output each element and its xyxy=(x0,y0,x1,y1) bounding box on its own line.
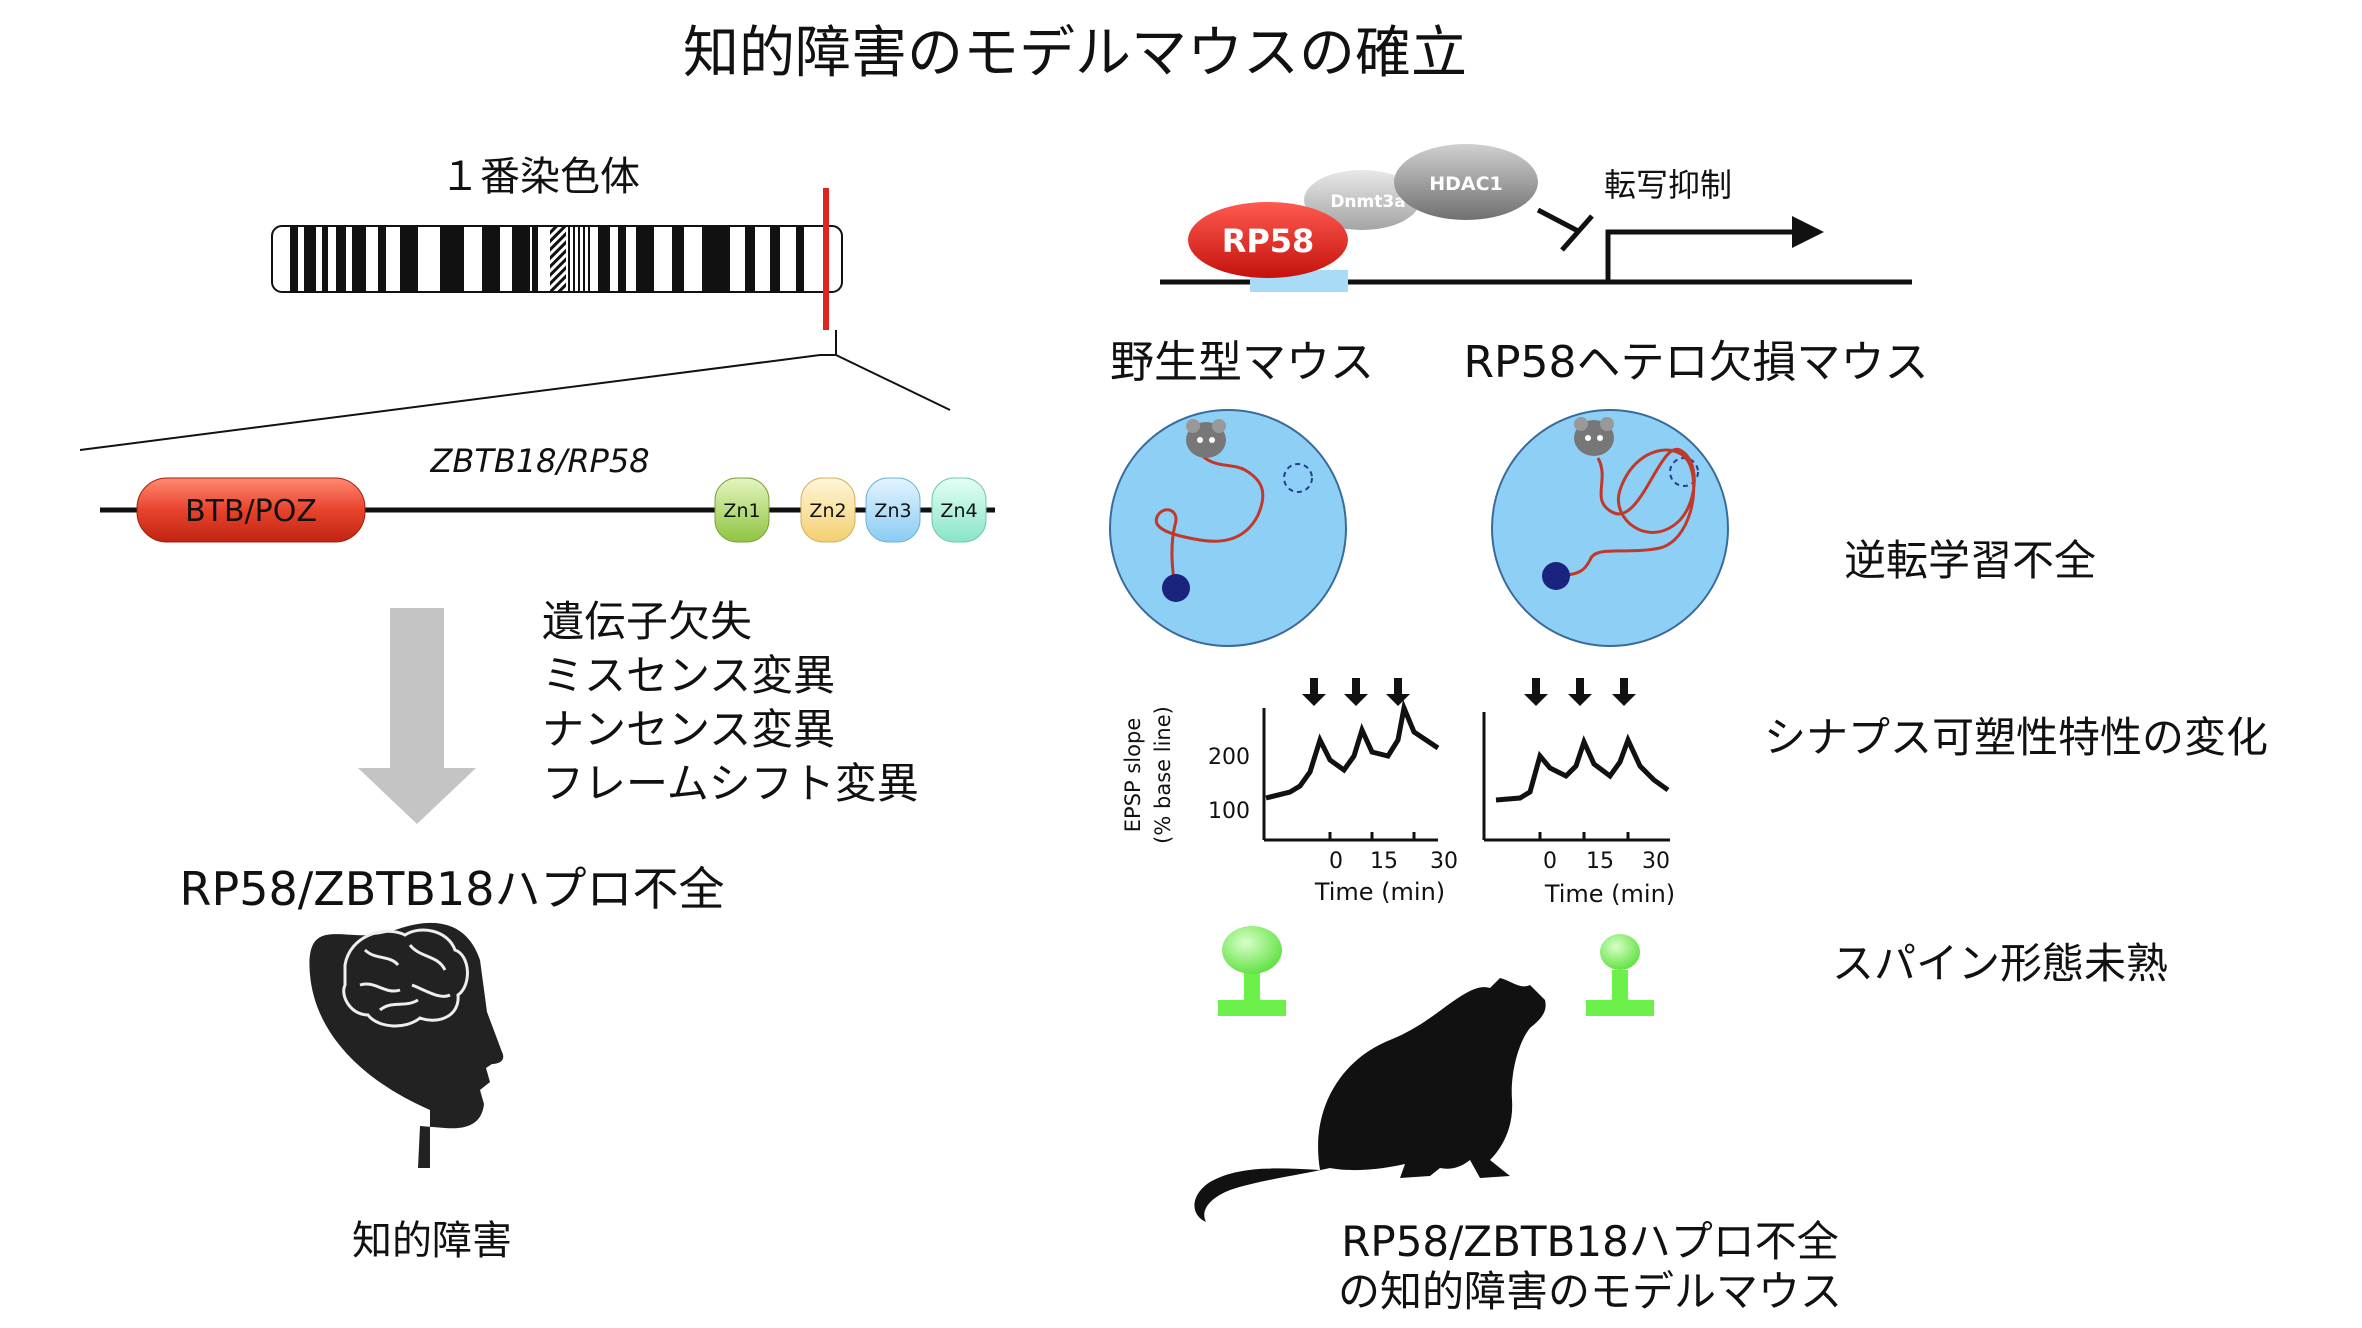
gene-name: ZBTB18/RP58 xyxy=(429,442,649,480)
water-maze-wildtype xyxy=(1109,409,1347,647)
wildtype-label: 野生型マウス xyxy=(1110,337,1374,388)
zn2-domain: Zn2 xyxy=(800,477,856,543)
ltp-chart-heterozygous: 0 15 30 Time (min) xyxy=(1482,678,1675,908)
transcription-start-arrow xyxy=(1605,216,1824,282)
zn4-domain: Zn4 xyxy=(931,477,987,543)
down-arrow xyxy=(358,608,476,824)
mutation-missense: ミスセンス変異 xyxy=(542,651,835,700)
svg-text:(% base line): (% base line) xyxy=(1151,706,1175,844)
page-title: 知的障害のモデルマウスの確立 xyxy=(683,21,1467,86)
btb-poz-domain: BTB/POZ xyxy=(136,477,366,543)
zn1-domain: Zn1 xyxy=(714,477,770,543)
mouse-icon xyxy=(1574,417,1614,456)
disorder-label: 知的障害 xyxy=(352,1218,512,1264)
svg-text:Zn2: Zn2 xyxy=(809,500,846,522)
mutation-deletion: 遺伝子欠失 xyxy=(542,597,752,646)
chromosome-ideogram xyxy=(271,225,843,293)
mutation-frameshift: フレームシフト変異 xyxy=(542,759,919,808)
heterozygous-label: RP58ヘテロ欠損マウス xyxy=(1463,337,1928,388)
svg-text:100: 100 xyxy=(1208,799,1250,824)
haploinsufficiency-label: RP58/ZBTB18ハプロ不全 xyxy=(180,862,725,916)
reversal-learning-label: 逆転学習不全 xyxy=(1844,536,2096,585)
chromosome-label: １番染色体 xyxy=(440,154,640,200)
hdac1-protein: HDAC1 xyxy=(1394,144,1538,220)
human-head-icon xyxy=(309,922,504,1168)
mouse-icon xyxy=(1186,419,1226,458)
svg-text:15: 15 xyxy=(1586,849,1614,874)
spine-heterozygous xyxy=(1586,934,1654,1016)
spine-immature-label: スパイン形態未熟 xyxy=(1832,939,2168,988)
svg-text:Zn1: Zn1 xyxy=(723,500,760,522)
y-axis-label: EPSP slope xyxy=(1121,718,1145,832)
svg-text:200: 200 xyxy=(1208,745,1250,770)
svg-text:Zn4: Zn4 xyxy=(940,500,977,522)
dnmt3a-protein: Dnmt3a xyxy=(1304,170,1420,230)
svg-text:Dnmt3a: Dnmt3a xyxy=(1330,192,1405,212)
svg-text:HDAC1: HDAC1 xyxy=(1429,173,1503,195)
svg-text:Zn3: Zn3 xyxy=(874,500,911,522)
svg-text:30: 30 xyxy=(1642,849,1670,874)
spine-wildtype xyxy=(1218,926,1286,1016)
svg-text:BTB/POZ: BTB/POZ xyxy=(185,494,317,529)
repression-symbol xyxy=(1536,207,1594,252)
svg-text:0: 0 xyxy=(1543,849,1557,874)
svg-text:30: 30 xyxy=(1430,849,1458,874)
svg-text:Time (min): Time (min) xyxy=(1314,878,1445,906)
rp58-protein: RP58 xyxy=(1188,202,1348,278)
water-maze-heterozygous xyxy=(1491,409,1729,647)
ltp-chart-wildtype: 200 100 0 15 30 Time (min) EPSP slope (%… xyxy=(1121,678,1458,906)
svg-text:RP58: RP58 xyxy=(1222,222,1315,260)
svg-text:0: 0 xyxy=(1329,849,1343,874)
repression-label: 転写抑制 xyxy=(1604,166,1732,204)
zoom-lines xyxy=(79,330,951,451)
synaptic-plasticity-label: シナプス可塑性特性の変化 xyxy=(1764,713,2268,762)
svg-text:15: 15 xyxy=(1370,849,1398,874)
model-label-line2: の知的障害のモデルマウス xyxy=(1338,1267,1842,1316)
mouse-silhouette-icon xyxy=(1194,978,1546,1222)
model-label-line1: RP58/ZBTB18ハプロ不全 xyxy=(1341,1217,1839,1266)
mutation-nonsense: ナンセンス変異 xyxy=(542,705,835,754)
zn3-domain: Zn3 xyxy=(865,477,921,543)
svg-text:Time (min): Time (min) xyxy=(1544,880,1675,908)
